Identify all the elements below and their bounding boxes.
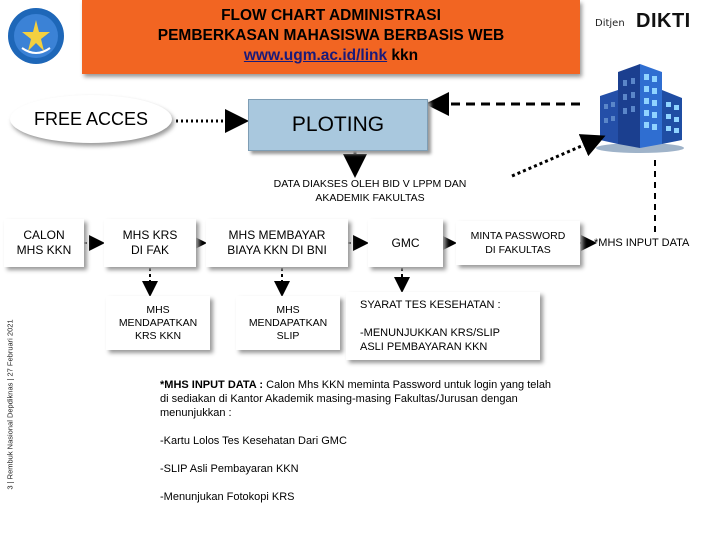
notes-item-1: -Kartu Lolos Tes Kesehatan Dari GMC (160, 435, 347, 447)
mhs-input-data-label: *MHS INPUT DATA (594, 237, 690, 249)
syarat-kesehatan-node: SYARAT TES KESEHATAN : -MENUNJUKKAN KRS/… (346, 292, 540, 360)
input-data-notes: *MHS INPUT DATA : Calon Mhs KKN meminta … (160, 378, 610, 504)
diagram-title: FLOW CHART ADMINISTRASI PEMBERKASAN MAHA… (82, 6, 580, 66)
web-link[interactable]: www.ugm.ac.id/link (243, 47, 388, 64)
ploting-node: PLOTING (248, 99, 428, 151)
title-line-1: FLOW CHART ADMINISTRASI (221, 7, 441, 24)
gmc-node: GMC (368, 219, 443, 267)
arrow-data-to-dikti (511, 134, 606, 178)
notes-paragraph: *MHS INPUT DATA : Calon Mhs KKN meminta … (160, 379, 552, 391)
notes-item-3: -Menunjukan Fotokopi KRS (160, 491, 295, 503)
office-building-icon (588, 62, 692, 154)
ditjen-label: Ditjen (595, 18, 625, 29)
free-acces-node: FREE ACCES (10, 95, 172, 143)
data-diakses-note: DATA DIAKSES OLEH BID V LPPM DAN AKADEMI… (273, 178, 467, 204)
side-footer-label: 3 | Rembuk Nasional Depdiknas | 27 Febru… (5, 319, 15, 490)
tut-wuri-handayani-logo-icon (8, 8, 64, 64)
notes-heading: *MHS INPUT DATA : (160, 379, 264, 391)
notes-item-2: -SLIP Asli Pembayaran KKN (160, 463, 299, 475)
title-line-3: www.ugm.ac.id/link kkn (243, 47, 419, 64)
title-line-2: PEMBERKASAN MAHASISWA BERBASIS WEB (157, 27, 505, 44)
title-banner (82, 0, 580, 74)
dikti-label: DIKTI (636, 10, 691, 32)
